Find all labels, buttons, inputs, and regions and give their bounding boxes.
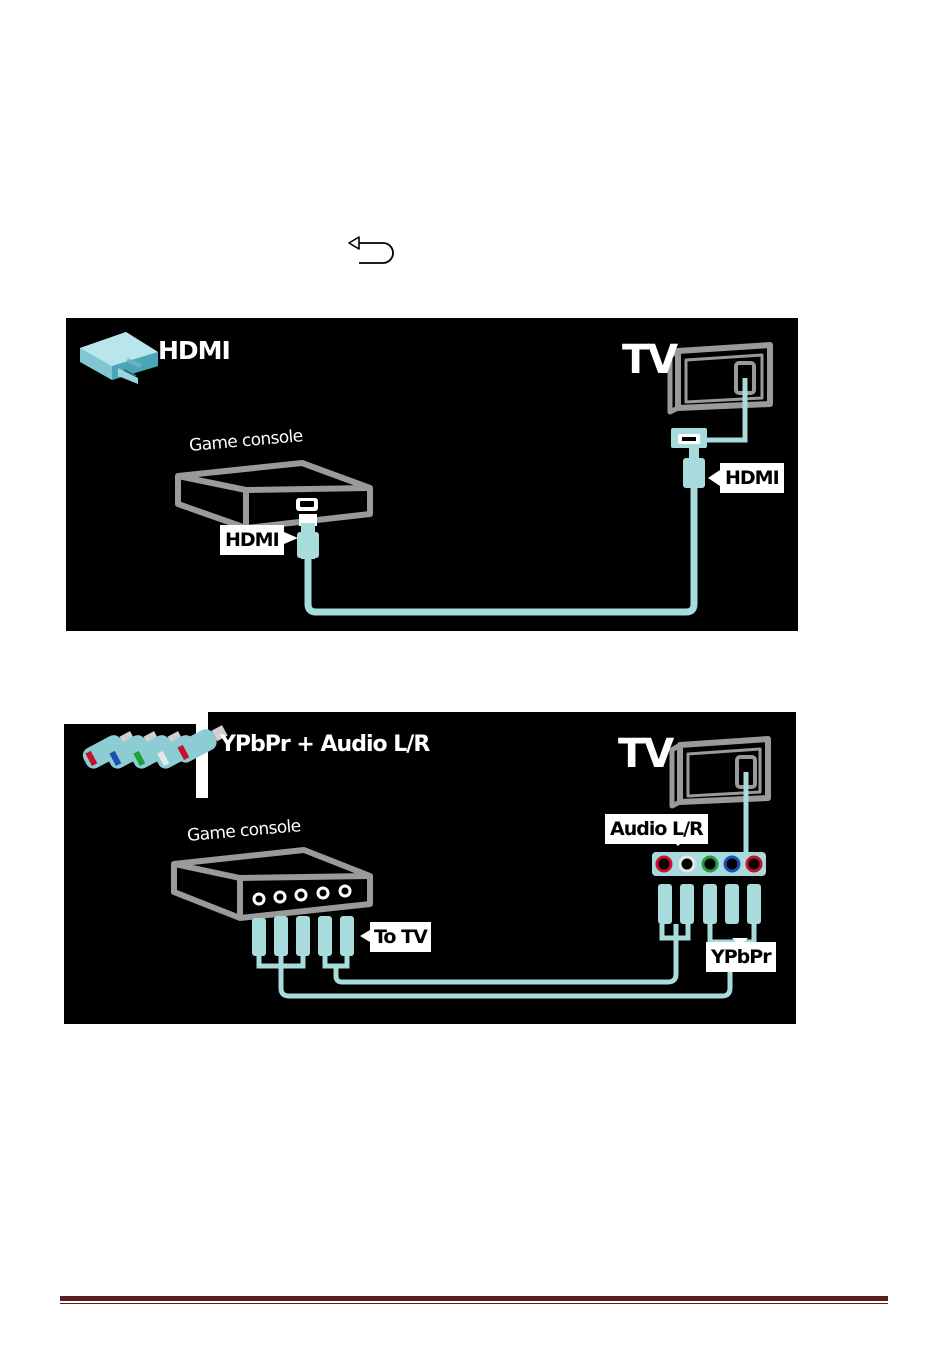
ypbpr-connection-diagram: YPbPr + Audio L/R TV Game console To TV … [64,712,796,1024]
audio-lr-tag: Audio L/R [605,814,708,844]
tv-label: TV [622,340,676,380]
tv-rear-icon [670,345,770,412]
to-tv-tag: To TV [370,922,431,952]
hdmi-connector-icon [80,332,158,384]
tv-rear-icon [672,739,768,806]
ypbpr-tag: YPbPr [706,942,776,972]
footer-rule-thin [60,1303,888,1304]
game-console-icon [178,463,370,528]
hdmi-connection-diagram: HDMI TV Game console HDMI HDMI [66,318,798,631]
source-hdmi-tag: HDMI [220,525,284,555]
diagram-title: YPbPr + Audio L/R [220,732,429,757]
footer-rule [60,1296,888,1301]
diagram-title: HDMI [158,336,230,365]
tv-label: TV [618,734,672,774]
tv-hdmi-tag: HDMI [720,463,784,493]
return-arrow-icon [343,232,397,266]
game-console-icon [174,850,370,918]
